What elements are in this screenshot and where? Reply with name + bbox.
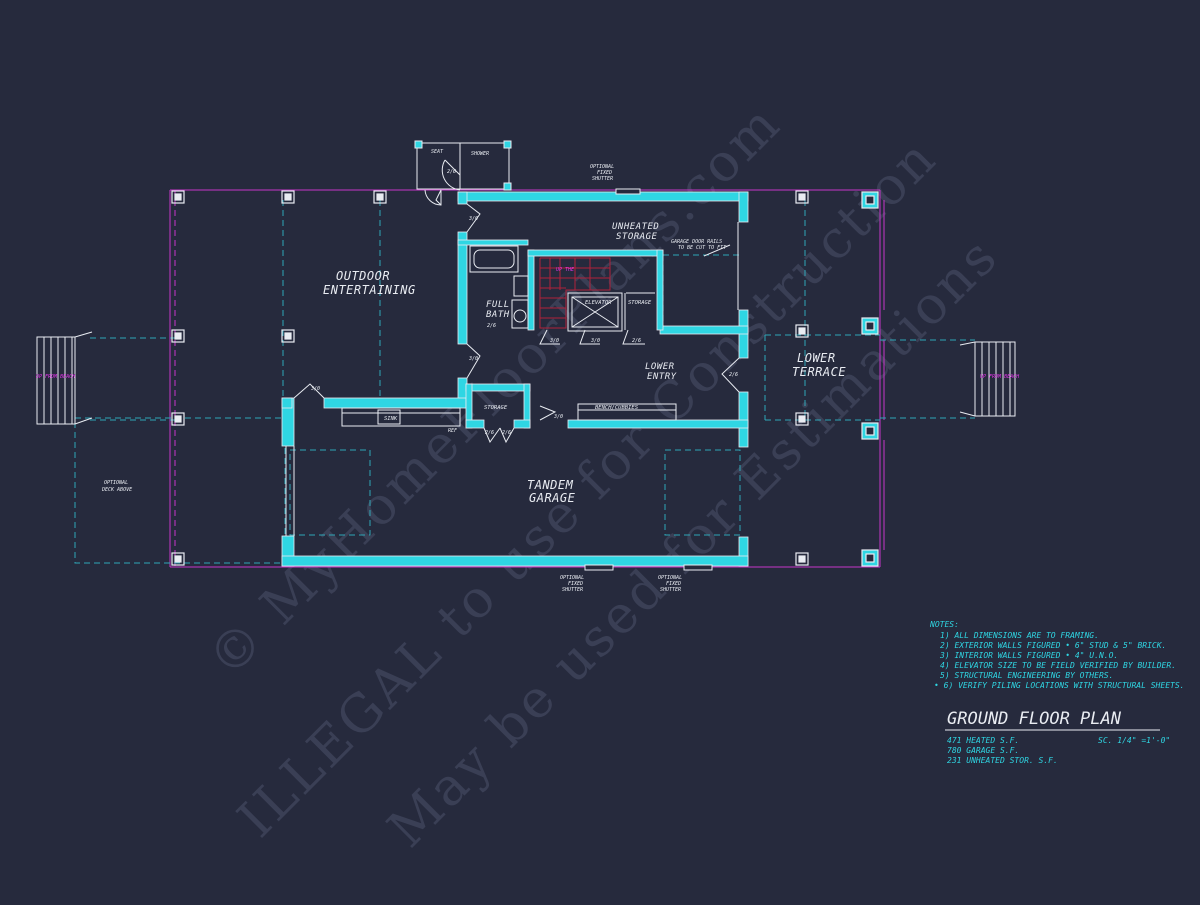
- tandem-garage-label-1: TANDEM: [527, 478, 574, 492]
- shower-label: SHOWER: [471, 151, 489, 157]
- unheated-storage-label-2: STORAGE: [616, 232, 658, 242]
- heated-sf: 471 HEATED S.F.: [947, 736, 1019, 745]
- columns: [171, 190, 879, 567]
- note-item: 3) INTERIOR WALLS FIGURED • 4" U.N.O.: [939, 651, 1118, 660]
- garage-sf: 780 GARAGE S.F.: [947, 746, 1019, 755]
- optional-deck-label-2: DECK ABOVE: [101, 487, 132, 493]
- garage-door-rails-label-1: GARAGE DOOR RAILS: [671, 239, 722, 245]
- shower-bumpout: [414, 140, 512, 206]
- shutter-bottom-2-label-2: FIXED: [666, 581, 681, 587]
- column-marker: [171, 552, 185, 566]
- garage-door-rails-label-2: TO BE CUT TO FIT: [678, 245, 727, 251]
- storage-mid-label: STORAGE: [484, 405, 508, 411]
- exterior-walls: [281, 191, 749, 567]
- column-marker: [861, 422, 879, 440]
- shutter-top-label-3: SHUTTER: [592, 176, 613, 182]
- beach-stairs-left: [36, 331, 93, 425]
- shutter-labels: OPTIONAL FIXED SHUTTER OPTIONAL FIXED SH…: [560, 164, 682, 593]
- lower-entry-label-1: LOWER: [645, 362, 675, 372]
- column-marker: [171, 412, 185, 426]
- column-marker: [861, 549, 879, 567]
- column-marker: [171, 190, 185, 204]
- column-marker: [373, 190, 387, 204]
- full-bath-label-1: FULL: [486, 300, 510, 310]
- outdoor-entertaining-label-1: OUTDOOR: [336, 269, 390, 283]
- note-item: • 6) VERIFY PILING LOCATIONS WITH STRUCT…: [934, 681, 1184, 690]
- seat-label: SEAT: [431, 149, 444, 155]
- shutters: [584, 188, 713, 571]
- door-label: 2/6: [729, 372, 738, 378]
- column-marker: [795, 412, 809, 426]
- note-item: 5) STRUCTURAL ENGINEERING BY OTHERS.: [940, 671, 1113, 680]
- shutter-bottom-1-label-3: SHUTTER: [562, 587, 583, 593]
- note-item: 1) ALL DIMENSIONS ARE TO FRAMING.: [940, 631, 1099, 640]
- plan-scale: SC. 1/4" =1'-0": [1098, 736, 1170, 745]
- door-label: 2/6: [487, 323, 496, 329]
- ref-label: REF: [448, 428, 458, 434]
- column-marker: [171, 329, 185, 343]
- door-labels: 2/6 3/0 3/0 3/0 3/0 2/6 3/0 3/0 2/6 2/6 …: [310, 169, 738, 436]
- column-marker: [281, 190, 295, 204]
- stairs: [539, 257, 611, 329]
- door-label: 3/0: [468, 356, 478, 362]
- shutter-bottom-2-label-3: SHUTTER: [660, 587, 681, 593]
- storage-small-label: STORAGE: [628, 300, 652, 306]
- note-item: 2) EXTERIOR WALLS FIGURED • 6" STUD & 5"…: [940, 641, 1166, 650]
- plan-title: GROUND FLOOR PLAN: [947, 709, 1122, 729]
- shutter-top-label-2: FIXED: [597, 170, 612, 176]
- outdoor-entertaining-label-2: ENTERTAINING: [323, 283, 416, 297]
- unheated-sf: 231 UNHEATED STOR. S.F.: [947, 756, 1058, 765]
- notes-block: NOTES: 1) ALL DIMENSIONS ARE TO FRAMING.…: [929, 620, 1184, 690]
- note-item: 4) ELEVATOR SIZE TO BE FIELD VERIFIED BY…: [940, 661, 1176, 670]
- door-label: 3/0: [468, 216, 478, 222]
- door-label: 3/0: [310, 386, 320, 392]
- column-marker: [861, 317, 879, 335]
- column-marker: [795, 190, 809, 204]
- column-marker: [281, 329, 295, 343]
- column-marker: [861, 191, 879, 209]
- door-swings: [293, 189, 740, 444]
- door-label: 2/6: [632, 338, 641, 344]
- door-label: 3/0: [553, 414, 563, 420]
- elevator-label: ELEVATOR: [585, 300, 612, 306]
- door-label: 2/6: [447, 169, 456, 175]
- bench-cubbies-label: BENCH/CUBBIES: [595, 405, 639, 411]
- watermark: © MyHomeFloorPlans.com ILLEGAL to use fo…: [197, 93, 1011, 859]
- sink-label: SINK: [384, 416, 398, 422]
- lower-terrace-label-2: TERRACE: [792, 365, 846, 379]
- door-label: 2/6: [502, 430, 511, 436]
- shutter-top-label-1: OPTIONAL: [590, 164, 614, 170]
- column-marker: [795, 324, 809, 338]
- lower-terrace-label-1: LOWER: [797, 351, 836, 365]
- door-label: 2/6: [485, 430, 494, 436]
- watermark-line-3: May be used for Estimations: [377, 226, 1011, 860]
- column-grid: [169, 189, 885, 568]
- door-label: 3/0: [590, 338, 600, 344]
- title-block: GROUND FLOOR PLAN 471 HEATED S.F. 780 GA…: [945, 709, 1170, 765]
- unheated-storage-label-1: UNHEATED: [612, 222, 659, 232]
- column-marker: [795, 552, 809, 566]
- tandem-garage-label-2: GARAGE: [529, 491, 576, 505]
- shutter-bottom-1-label-2: FIXED: [568, 581, 583, 587]
- full-bath-label-2: BATH: [486, 310, 510, 320]
- notes-heading: NOTES:: [929, 620, 959, 629]
- up-stairs-label: UP THE: [556, 267, 574, 273]
- interior-lines: [285, 222, 739, 536]
- shutter-bottom-1-label-1: OPTIONAL: [560, 575, 584, 581]
- watermark-line-2: ILLEGAL to use for Construction: [227, 127, 949, 849]
- up-from-beach-left-label: UP FROM BEACH: [36, 374, 76, 380]
- shutter-bottom-2-label-1: OPTIONAL: [658, 575, 682, 581]
- up-from-beach-right-label: UP FROM BEACH: [980, 374, 1020, 380]
- optional-deck-label-1: OPTIONAL: [104, 480, 128, 486]
- beach-stairs-right: [959, 341, 1016, 417]
- lower-entry-label-2: ENTRY: [647, 372, 677, 382]
- door-label: 3/0: [549, 338, 559, 344]
